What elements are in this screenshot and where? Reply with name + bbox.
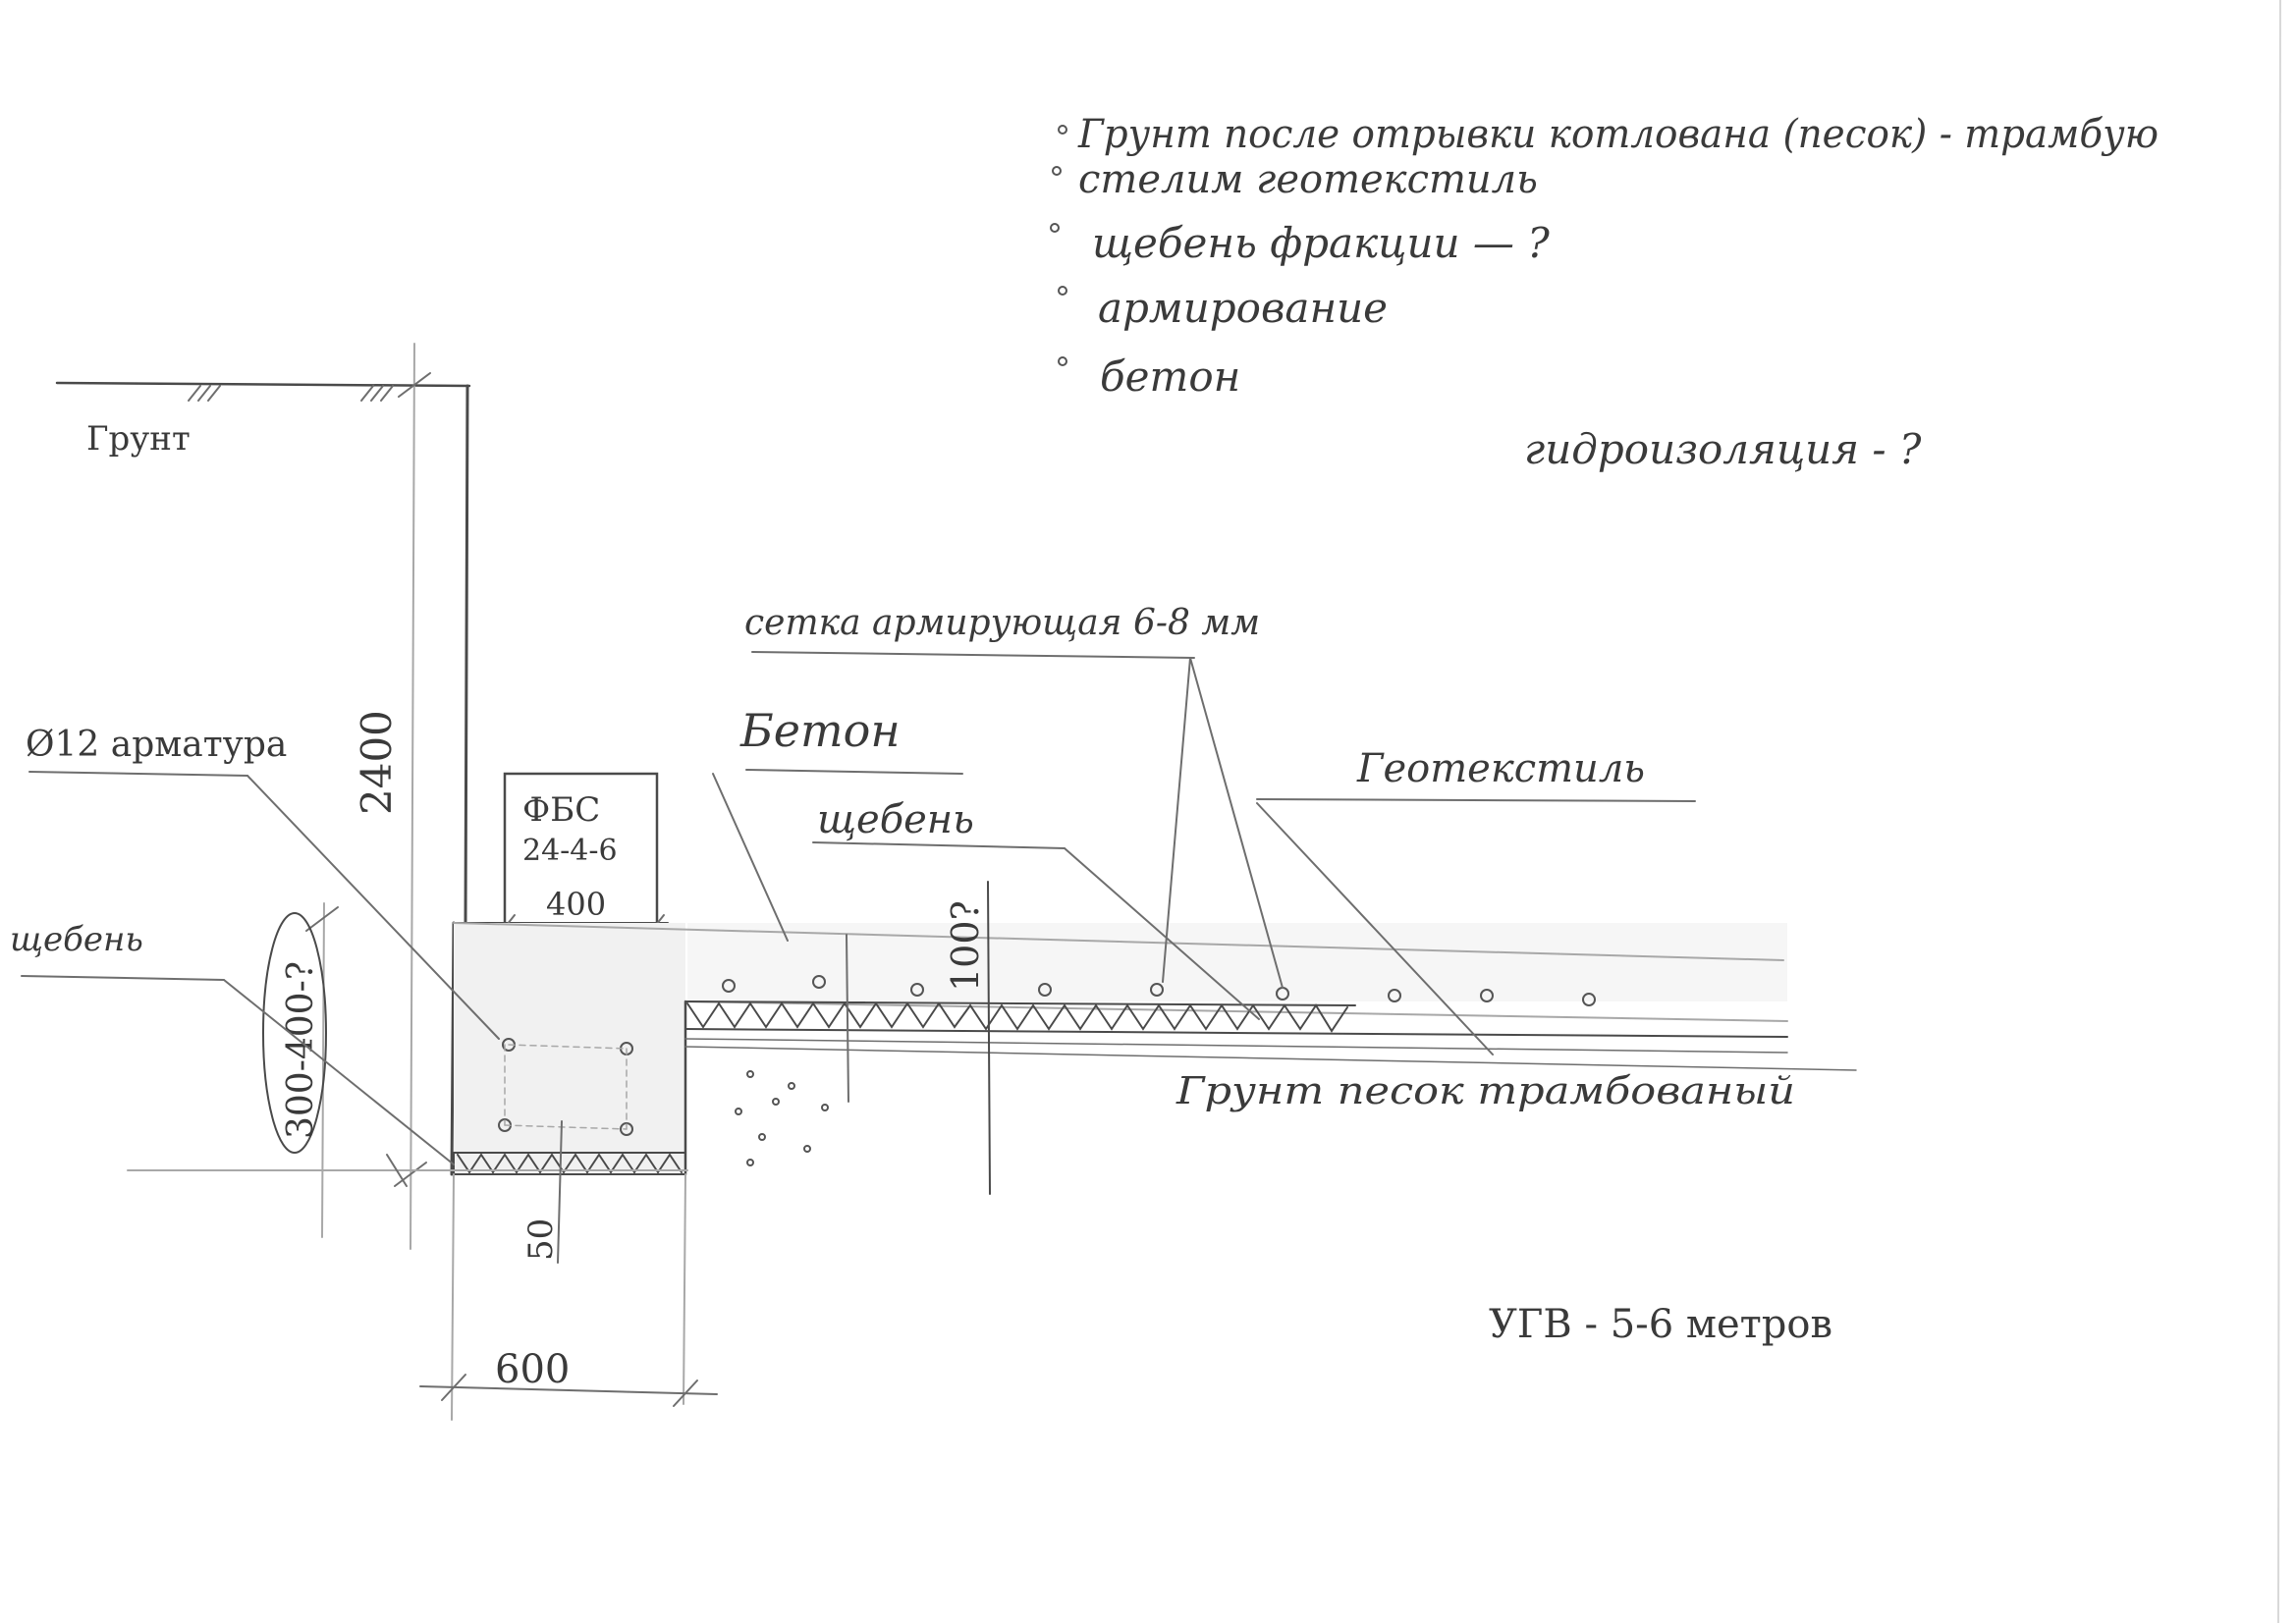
ground-hatch [188,385,201,402]
mesh-rebar-icon [1582,993,1596,1006]
bullet-icon [1050,223,1060,233]
bullet-icon [1052,166,1062,176]
ground-surface-line [55,381,471,388]
gravel-label: щебень [817,797,974,842]
slab-top-line [453,922,1784,961]
slab-thickness-dimension: 100? [944,900,987,992]
footing-depth-circle [262,912,327,1154]
wall-dimension-line [410,343,415,1250]
rebar-label: Ø12 арматура [26,725,287,765]
note-step-5: бетон [1100,352,1240,401]
wall-face-line [464,384,469,925]
note-step-2: стелим геотекстиль [1078,157,1538,202]
bullet-icon [1058,356,1067,366]
mesh-label: сетка армирующая 6-8 мм [744,603,1260,643]
mesh-rebar-icon [812,975,826,989]
sand-label: Грунт песок трамбованый [1175,1069,1795,1112]
bullet-icon [1058,286,1067,296]
slab-dimension-line [987,881,991,1195]
geotextile-label: Геотекстиль [1356,746,1645,791]
footing-depth-line [321,902,325,1238]
concrete-label: Бетон [739,704,901,757]
note-step-4: армирование [1098,284,1388,332]
note-step-3: щебень фракции — ? [1092,219,1550,267]
footing-left-line [450,921,456,1176]
rebar-icon [620,1122,633,1136]
fbs-block-width: 400 [546,886,606,923]
geotextile-line [684,1038,1788,1054]
groundwater-label: УГВ - 5-6 метров [1489,1302,1832,1347]
mesh-rebar-icon [1388,989,1401,1002]
footing-depth-dimension: 300-400-? [281,961,321,1139]
footing-width-line [419,1385,718,1395]
leaders: Ø12 арматура щебень сетка армирующая 6-8… [10,603,1832,1347]
mesh-rebar-icon [722,979,736,993]
mesh-rebar-icon [910,983,924,997]
slab-gravel-zigzag [686,1001,1348,1033]
notes-list: Грунт после отрывки котлована (песок) - … [1050,112,2159,473]
fbs-block-size: 24-4-6 [522,834,618,868]
footing-width-dimension: 600 [495,1347,570,1392]
fbs-block-name: ФБС [522,790,600,830]
footing-concrete-fill [454,923,685,1170]
gravel-bed-dimension: 50 [521,1218,561,1261]
footing-dimensions: 300-400-? 600 50 [127,902,718,1421]
mesh-rebar-icon [1150,983,1164,997]
gravel-left-label: щебень [10,920,143,959]
slab-concrete-fill [687,923,1787,1001]
fbs-block: ФБС 24-4-6 400 [498,772,665,936]
page-edge [2277,0,2281,1623]
mesh-rebar-icon [1480,989,1494,1002]
wall-height-dimension: 2400 [353,710,401,815]
note-step-1: Грунт после отрывки котлована (песок) - … [1077,112,2159,157]
floor-slab: 100? [453,881,1857,1195]
gravel-layer-bottom [684,1028,1788,1038]
mesh-rebar-icon [1038,983,1052,997]
sand-dot [746,1070,754,1078]
note-waterproofing: гидроизоляция - ? [1524,425,1922,473]
bullet-icon [1058,125,1067,135]
ground-label: Грунт [86,419,191,459]
